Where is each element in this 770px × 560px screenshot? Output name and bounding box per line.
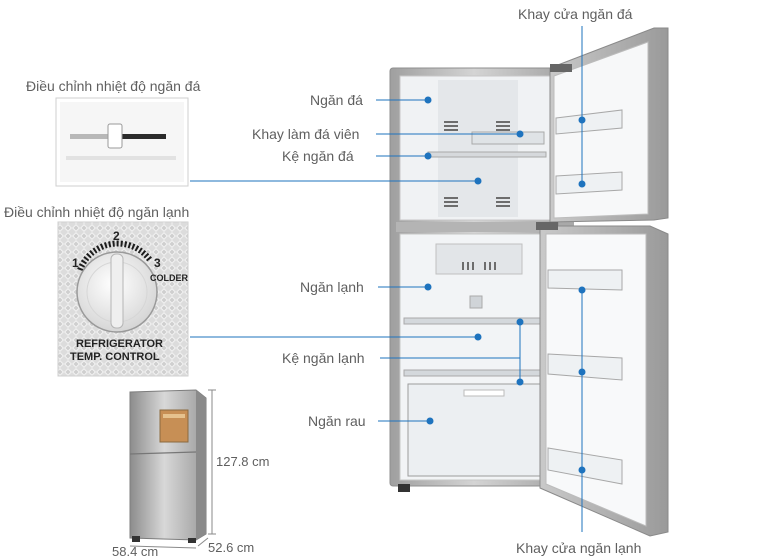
vegetable-drawer-shape	[407, 383, 549, 477]
leader-dots	[424, 96, 586, 474]
label-fridge-temp-control: Điều chỉnh nhiệt độ ngăn lạnh	[4, 204, 190, 220]
fridge-shelf-lower	[403, 369, 551, 377]
dimension-width: 58.4 cm	[112, 544, 159, 559]
dial-tick-1: 1	[72, 256, 79, 270]
fridge-control-panel	[57, 221, 189, 377]
ice-tray-shape	[471, 131, 545, 145]
label-vegetable-drawer: Ngăn rau	[308, 413, 366, 429]
label-freezer-temp-control: Điều chỉnh nhiệt độ ngăn đá	[26, 78, 201, 94]
label-fridge-compartment: Ngăn lạnh	[300, 279, 364, 295]
main-fridge	[389, 67, 574, 492]
fridge-shelf-upper	[403, 317, 551, 325]
label-fridge-shelf: Kệ ngăn lạnh	[282, 350, 365, 366]
freezer-door	[549, 27, 669, 223]
freezer-shelf-shape	[427, 151, 547, 158]
fridge-door	[536, 222, 669, 537]
freezer-control-panel	[55, 97, 189, 187]
dial-caption-line1: REFRIGERATOR	[76, 338, 163, 350]
dimension-depth: 52.6 cm	[208, 540, 255, 555]
dial-caption-line2: TEMP. CONTROL	[70, 351, 160, 363]
dimension-height: 127.8 cm	[216, 454, 270, 469]
dial-tick-3: 3	[154, 256, 161, 270]
dial-colder: COLDER	[150, 273, 188, 283]
label-ice-tray: Khay làm đá viên	[252, 126, 360, 142]
dial-tick-2: 2	[113, 229, 120, 243]
leader-lines	[190, 26, 583, 532]
label-freezer-shelf: Kệ ngăn đá	[282, 148, 354, 164]
label-freezer-compartment: Ngăn đá	[310, 92, 363, 108]
mini-fridge	[129, 389, 216, 549]
label-fridge-door-tray: Khay cửa ngăn lạnh	[516, 540, 642, 556]
label-freezer-door-tray: Khay cửa ngăn đá	[518, 6, 633, 22]
freezer-vents	[444, 121, 510, 207]
